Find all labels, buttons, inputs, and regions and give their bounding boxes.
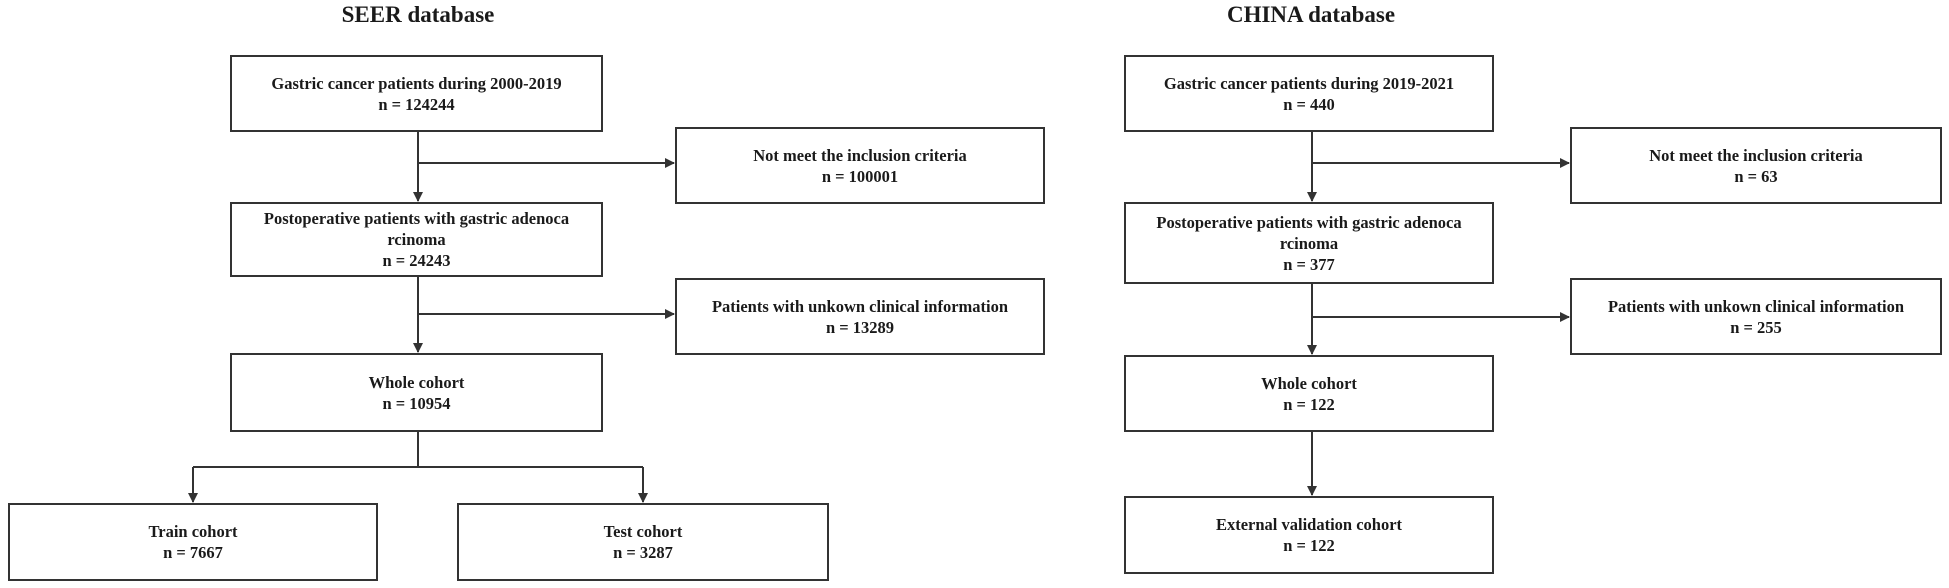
china-postoperative-label-1: Postoperative patients with gastric aden…	[1156, 212, 1462, 232]
seer-train-cohort-count: n = 7667	[163, 543, 223, 562]
seer-box-whole-cohort: Whole cohort n = 10954	[230, 353, 603, 432]
seer-whole-cohort-count: n = 10954	[382, 393, 451, 413]
seer-postoperative-label-1: Postoperative patients with gastric aden…	[263, 209, 570, 228]
china-box-initial-count: n = 440	[1283, 94, 1335, 114]
seer-box-initial-label: Gastric cancer patients during 2000-2019	[271, 73, 562, 93]
china-whole-cohort-count: n = 122	[1283, 394, 1335, 414]
china-box-postoperative: Postoperative patients with gastric aden…	[1124, 202, 1494, 284]
china-postoperative-label-2: rcinoma	[1279, 233, 1339, 253]
china-whole-cohort-label: Whole cohort	[1261, 373, 1357, 393]
seer-whole-cohort-label: Whole cohort	[368, 372, 465, 392]
seer-unknown-info-count: n = 13289	[825, 317, 895, 337]
seer-train-cohort-label: Train cohort	[148, 522, 238, 541]
china-box-initial: Gastric cancer patients during 2019-2021…	[1124, 55, 1494, 132]
seer-postoperative-label-2: rcinoma	[387, 230, 446, 249]
china-box-exclusion-criteria: Not meet the inclusion criteria n = 63	[1570, 127, 1942, 204]
china-external-validation-label: External validation cohort	[1215, 515, 1403, 534]
china-box-external-validation: External validation cohort n = 122	[1124, 496, 1494, 574]
seer-title: SEER database	[341, 2, 495, 27]
china-exclusion-criteria-count: n = 63	[1734, 166, 1778, 186]
china-title: CHINA database	[1226, 2, 1396, 27]
seer-exclusion-criteria-count: n = 100001	[821, 166, 899, 186]
seer-box-postoperative: Postoperative patients with gastric aden…	[230, 202, 603, 277]
seer-box-exclusion-criteria: Not meet the inclusion criteria n = 1000…	[675, 127, 1045, 204]
seer-box-initial: Gastric cancer patients during 2000-2019…	[230, 55, 603, 132]
seer-unknown-info-label: Patients with unkown clinical informatio…	[711, 296, 1009, 316]
seer-test-cohort-label: Test cohort	[603, 522, 683, 541]
china-unknown-info-label: Patients with unkown clinical informatio…	[1607, 296, 1905, 316]
seer-postoperative-count: n = 24243	[382, 251, 451, 270]
china-box-whole-cohort: Whole cohort n = 122	[1124, 355, 1494, 432]
china-unknown-info-count: n = 255	[1730, 317, 1782, 337]
china-box-unknown-info: Patients with unkown clinical informatio…	[1570, 278, 1942, 355]
china-exclusion-criteria-label: Not meet the inclusion criteria	[1649, 145, 1863, 165]
seer-test-cohort-count: n = 3287	[613, 543, 673, 562]
china-postoperative-count: n = 377	[1283, 254, 1335, 274]
seer-box-initial-count: n = 124244	[378, 94, 455, 114]
china-box-initial-label: Gastric cancer patients during 2019-2021	[1163, 73, 1455, 93]
seer-box-test-cohort: Test cohort n = 3287	[457, 503, 829, 581]
seer-box-unknown-info: Patients with unkown clinical informatio…	[675, 278, 1045, 355]
seer-box-train-cohort: Train cohort n = 7667	[8, 503, 378, 581]
seer-exclusion-criteria-label: Not meet the inclusion criteria	[753, 145, 967, 165]
china-external-validation-count: n = 122	[1283, 536, 1335, 555]
